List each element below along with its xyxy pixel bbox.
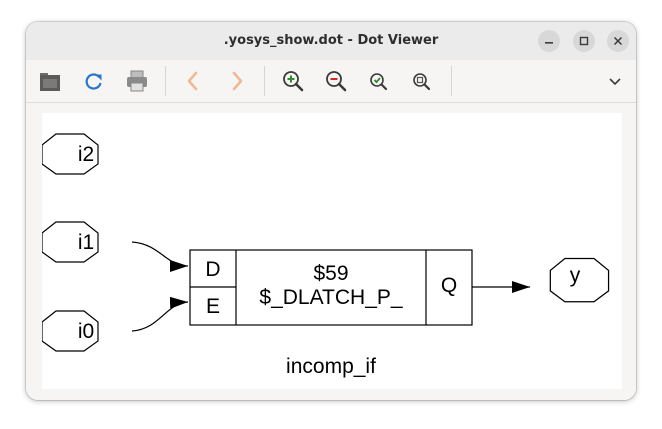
more-icon <box>609 78 621 86</box>
toolbar-separator <box>264 66 265 96</box>
octagon-shape <box>42 133 99 175</box>
zoom-100-button[interactable] <box>408 67 436 95</box>
node-i2[interactable]: i2 <box>42 133 99 175</box>
port-q: Q <box>441 274 457 297</box>
cell-box <box>189 249 473 326</box>
octagon-shape <box>42 221 99 263</box>
forward-button[interactable] <box>223 67 251 95</box>
toolbar <box>26 60 636 103</box>
maximize-icon <box>579 36 589 46</box>
close-button[interactable] <box>607 30 629 52</box>
back-button[interactable] <box>179 67 207 95</box>
dot-viewer-window: .yosys_show.dot - Dot Viewer <box>26 22 636 400</box>
open-button[interactable] <box>36 67 64 95</box>
zoom-in-button[interactable] <box>279 67 307 95</box>
edge-i1-d <box>131 241 189 272</box>
reload-icon <box>85 73 102 90</box>
zoom-out-button[interactable] <box>322 67 350 95</box>
node-i1[interactable]: i1 <box>42 221 99 263</box>
toolbar-separator <box>165 66 166 96</box>
reload-button[interactable] <box>80 67 108 95</box>
node-label-y: y <box>570 264 581 287</box>
print-icon <box>127 70 147 92</box>
node-y[interactable]: y <box>549 257 610 303</box>
print-button[interactable] <box>123 67 151 95</box>
port-d: D <box>205 258 220 281</box>
graph-label: incomp_if <box>286 355 376 378</box>
node-label-i1: i1 <box>78 231 94 254</box>
forward-icon <box>232 71 243 91</box>
graph-viewport[interactable]: i2 i1 i0 D E <box>26 103 636 400</box>
zoom-100-icon <box>413 73 431 91</box>
back-icon <box>187 71 198 91</box>
title-bar[interactable]: .yosys_show.dot - Dot Viewer <box>26 22 636 60</box>
zoom-in-icon <box>283 71 304 92</box>
zoom-fit-icon <box>370 73 388 91</box>
minimize-icon <box>545 42 553 44</box>
maximize-button[interactable] <box>573 30 595 52</box>
minimize-button[interactable] <box>538 30 560 52</box>
node-i0[interactable]: i0 <box>42 310 99 352</box>
node-label-i2: i2 <box>78 143 94 166</box>
window-title: .yosys_show.dot - Dot Viewer <box>223 33 439 48</box>
zoom-fit-button[interactable] <box>365 67 393 95</box>
more-button[interactable] <box>601 67 629 95</box>
node-label-i0: i0 <box>78 320 94 343</box>
octagon-shape <box>42 310 99 352</box>
cell-id: $59 <box>313 262 348 285</box>
zoom-out-icon <box>326 71 347 92</box>
cell-type: $_DLATCH_P_ <box>259 286 402 309</box>
graph-canvas[interactable]: i2 i1 i0 D E <box>42 113 622 389</box>
close-icon <box>613 36 623 46</box>
open-icon <box>40 73 60 91</box>
cell-dlatch[interactable]: D E $59 $_DLATCH_P_ Q <box>189 249 473 326</box>
toolbar-separator <box>451 66 452 96</box>
edge-i0-e <box>131 296 189 332</box>
port-e: E <box>206 295 220 318</box>
octagon-shape <box>549 257 610 303</box>
